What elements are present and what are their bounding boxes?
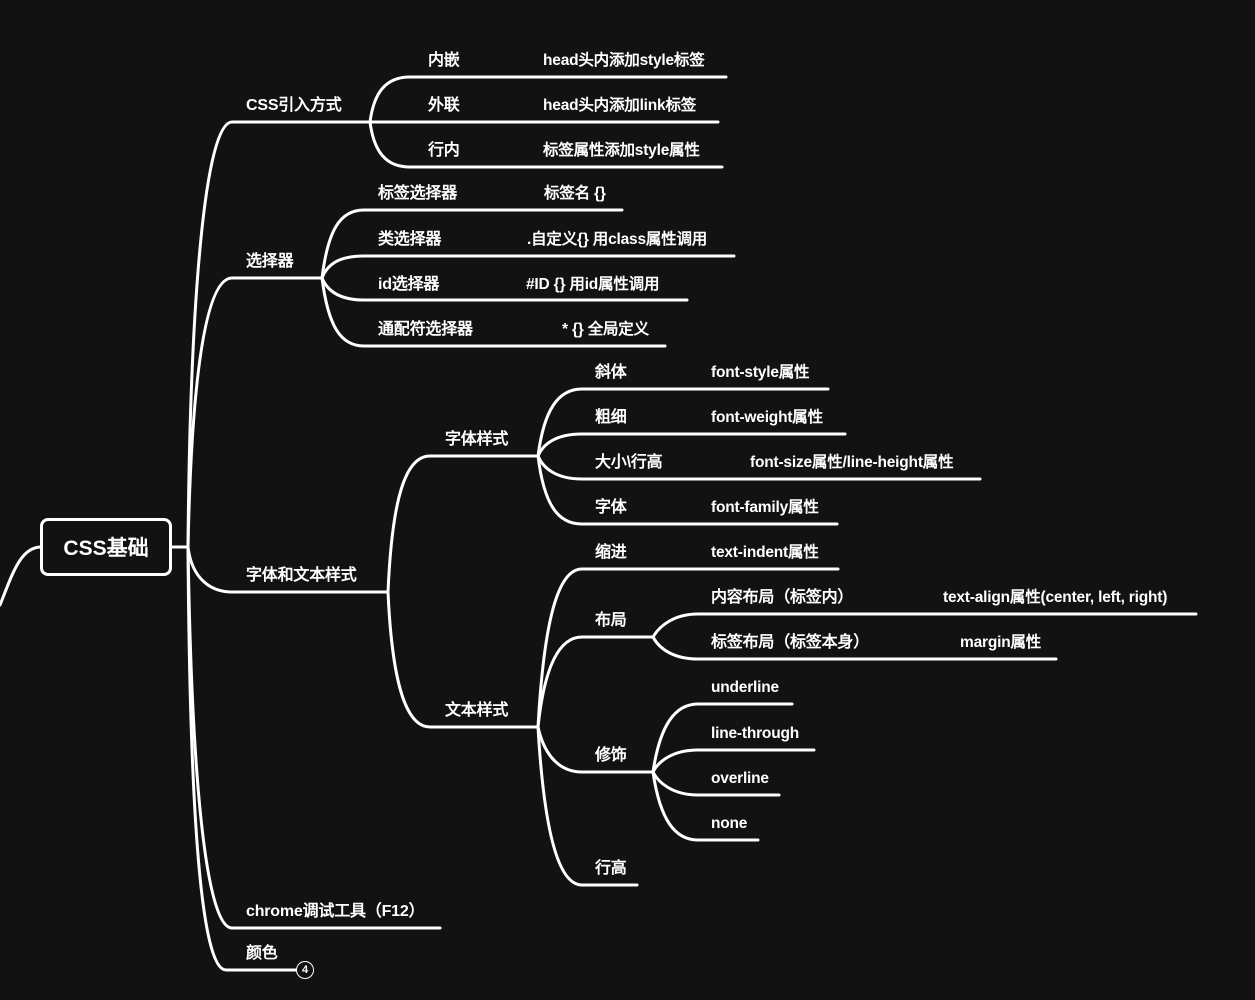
node-layout-content[interactable]: 内容布局（标签内） xyxy=(711,589,854,606)
edge-dec-underline xyxy=(651,702,794,774)
edge-font-family xyxy=(536,454,839,526)
node-font-italic-value[interactable]: font-style属性 xyxy=(711,364,810,381)
edge-root-import xyxy=(186,120,372,549)
node-import-embed-value[interactable]: head头内添加style标签 xyxy=(543,52,705,69)
edge-root-devtools xyxy=(186,545,442,930)
node-dec-linethrough[interactable]: line-through xyxy=(711,725,799,742)
edge-text-layout xyxy=(536,635,655,729)
edge-root-selectors xyxy=(186,276,324,549)
node-sel-tag-value[interactable]: 标签名 {} xyxy=(544,185,606,202)
node-sel-id-value[interactable]: #ID {} 用id属性调用 xyxy=(526,276,660,293)
node-font-weight-value[interactable]: font-weight属性 xyxy=(711,409,823,426)
node-devtools[interactable]: chrome调试工具（F12） xyxy=(246,903,425,920)
node-font-family-value[interactable]: font-family属性 xyxy=(711,499,819,516)
node-text-layout[interactable]: 布局 xyxy=(595,612,627,629)
node-font-size-value[interactable]: font-size属性/line-height属性 xyxy=(750,454,954,471)
node-text-style[interactable]: 文本样式 xyxy=(445,702,509,719)
node-dec-overline[interactable]: overline xyxy=(711,770,769,787)
node-sel-all[interactable]: 通配符选择器 xyxy=(378,321,473,338)
edge-dec-none xyxy=(651,770,760,842)
node-text-lineheight[interactable]: 行高 xyxy=(595,860,627,877)
edge-sel-class xyxy=(320,254,736,280)
edge-parent-root xyxy=(0,545,42,607)
node-dec-none[interactable]: none xyxy=(711,815,748,832)
node-layout-tag[interactable]: 标签布局（标签本身） xyxy=(711,634,870,651)
edge-text-decoration xyxy=(536,725,655,774)
edge-ft-text xyxy=(386,590,540,729)
node-import-embed[interactable]: 内嵌 xyxy=(428,52,460,69)
node-dec-underline[interactable]: underline xyxy=(711,679,779,696)
edge-import-embed xyxy=(368,75,728,124)
node-color[interactable]: 颜色 xyxy=(246,945,278,962)
node-sel-all-value[interactable]: * {} 全局定义 xyxy=(562,321,649,338)
node-import-link-value[interactable]: head头内添加link标签 xyxy=(543,97,697,114)
collapsed-count-badge[interactable]: 4 xyxy=(296,961,314,979)
node-font-text[interactable]: 字体和文本样式 xyxy=(246,567,357,584)
edge-dec-linethrough xyxy=(651,748,816,774)
node-layout-content-value[interactable]: text-align属性(center, left, right) xyxy=(943,589,1168,606)
node-sel-class-value[interactable]: .自定义{} 用class属性调用 xyxy=(527,231,708,248)
edge-ft-font xyxy=(386,454,540,594)
node-font-italic[interactable]: 斜体 xyxy=(595,364,627,381)
node-font-style[interactable]: 字体样式 xyxy=(445,431,509,448)
node-layout-tag-value[interactable]: margin属性 xyxy=(960,634,1042,651)
node-sel-tag[interactable]: 标签选择器 xyxy=(378,185,458,202)
node-sel-id[interactable]: id选择器 xyxy=(378,276,440,293)
edge-layout-content xyxy=(651,612,1198,639)
node-font-size[interactable]: 大小\行高 xyxy=(595,454,663,471)
edge-root-fonttext xyxy=(186,545,390,594)
node-selectors[interactable]: 选择器 xyxy=(246,253,294,270)
node-import-inline[interactable]: 行内 xyxy=(428,142,460,159)
edge-font-italic xyxy=(536,387,830,458)
node-text-indent[interactable]: 缩进 xyxy=(595,544,627,561)
edge-text-indent xyxy=(536,567,840,729)
node-sel-class[interactable]: 类选择器 xyxy=(378,231,442,248)
edge-root-color xyxy=(186,545,298,972)
edge-font-weight xyxy=(536,432,847,458)
node-text-indent-value[interactable]: text-indent属性 xyxy=(711,544,819,561)
edge-import-inline xyxy=(368,120,724,169)
node-font-weight[interactable]: 粗细 xyxy=(595,409,627,426)
edge-layout-tag xyxy=(651,635,1058,661)
edge-sel-all xyxy=(320,276,667,348)
edge-text-lineheight xyxy=(536,725,639,887)
root-label: CSS基础 xyxy=(63,537,149,560)
node-font-family[interactable]: 字体 xyxy=(595,499,627,516)
node-text-decoration[interactable]: 修饰 xyxy=(595,747,627,764)
node-import-inline-value[interactable]: 标签属性添加style属性 xyxy=(543,142,700,159)
node-import-link[interactable]: 外联 xyxy=(428,97,460,114)
node-import[interactable]: CSS引入方式 xyxy=(246,97,342,114)
edge-sel-tag xyxy=(320,208,624,280)
root-node[interactable]: CSS基础 xyxy=(40,518,172,576)
